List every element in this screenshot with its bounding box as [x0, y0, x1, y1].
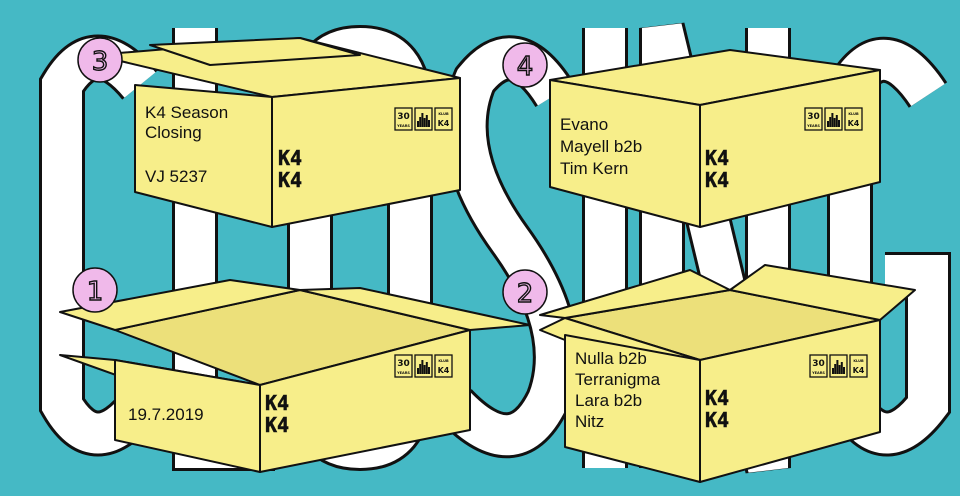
svg-text:2: 2	[517, 279, 534, 309]
box-3-line-3: VJ 5237	[145, 167, 207, 186]
skyline-icon	[417, 360, 430, 374]
skyline-icon	[832, 360, 845, 374]
svg-text:4: 4	[517, 52, 534, 82]
club-label: KLUB	[438, 112, 449, 116]
number-badge-2: 2	[502, 269, 548, 315]
letter-n	[639, 22, 791, 474]
club-name: K4	[848, 119, 860, 128]
number-badge-3: 3	[77, 37, 123, 83]
box-4-line-3: Tim Kern	[560, 159, 628, 178]
k4-logo-line-1: K4	[705, 386, 729, 410]
club-label: KLUB	[438, 359, 449, 363]
years-label: YEARS	[811, 371, 825, 375]
box-2-line-1: Nulla b2b	[575, 349, 647, 368]
box-2: Nulla b2b Terranigma Lara b2b Nitz	[539, 264, 916, 483]
box-3: K4 Season Closing VJ 5237	[94, 37, 461, 228]
years-label: YEARS	[396, 371, 410, 375]
years-label: YEARS	[396, 124, 410, 128]
years-number: 30	[397, 112, 410, 122]
years-number: 30	[807, 112, 820, 122]
box-4-line-1: Evano	[560, 115, 608, 134]
club-name: K4	[438, 366, 450, 375]
club-name: K4	[438, 119, 450, 128]
box-2-line-3: Lara b2b	[575, 391, 642, 410]
k4-logo-line-2: K4	[705, 408, 729, 432]
box-1-line-1: 19.7.2019	[128, 405, 204, 424]
svg-text:3: 3	[92, 47, 109, 77]
svg-text:1: 1	[87, 277, 104, 307]
box-3-line-2: Closing	[145, 123, 202, 142]
club-label: KLUB	[848, 112, 859, 116]
box-1: 19.7.2019	[59, 279, 531, 473]
box-4-line-2: Mayell b2b	[560, 137, 642, 156]
skyline-icon	[417, 113, 430, 127]
number-badge-1: 1	[72, 267, 118, 313]
k4-logo-line-1: K4	[705, 146, 729, 170]
box-4: Evano Mayell b2b Tim Kern	[549, 49, 881, 228]
k4-logo-line-1: K4	[278, 146, 302, 170]
years-label: YEARS	[806, 124, 820, 128]
letter-s	[438, 35, 579, 459]
box-2-line-2: Terranigma	[575, 370, 661, 389]
years-number: 30	[812, 359, 825, 369]
skyline-icon	[827, 113, 840, 127]
club-label: KLUB	[853, 359, 864, 363]
k4-logo-line-2: K4	[278, 168, 302, 192]
box-2-line-4: Nitz	[575, 412, 604, 431]
number-badge-4: 4	[502, 42, 548, 88]
k4-logo-line-1: K4	[265, 391, 289, 415]
years-number: 30	[397, 359, 410, 369]
k4-logo-line-2: K4	[265, 413, 289, 437]
box-3-line-1: K4 Season	[145, 103, 228, 122]
k4-logo-line-2: K4	[705, 168, 729, 192]
club-name: K4	[853, 366, 865, 375]
